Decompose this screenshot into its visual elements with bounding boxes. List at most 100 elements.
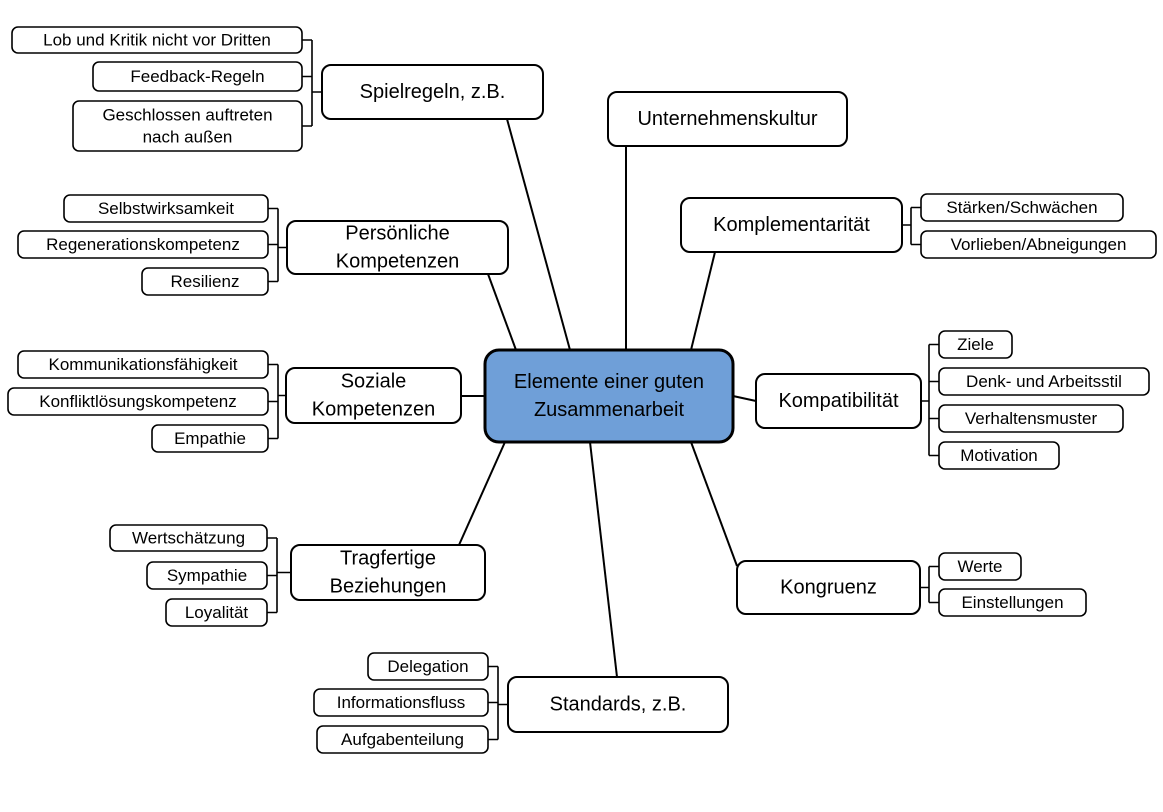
leaf-kompatibilitaet-0-label: Ziele xyxy=(957,335,994,354)
central-topic-label: Zusammenarbeit xyxy=(534,399,685,421)
leaf-standards-2[interactable]: Aufgabenteilung xyxy=(316,725,489,754)
branch-kompatibilitaet-box xyxy=(755,373,922,429)
leaf-komplementaritaet-0-label: Stärken/Schwächen xyxy=(946,198,1097,217)
leaf-tragfertige-beziehungen-2[interactable]: Loyalität xyxy=(165,598,268,627)
connector-kongruenz xyxy=(690,441,738,567)
branch-standards-box xyxy=(507,676,729,733)
leaf-komplementaritaet-1-label: Vorlieben/Abneigungen xyxy=(951,235,1127,254)
leaf-tragfertige-beziehungen-1-label: Sympathie xyxy=(167,566,247,585)
leaf-tragfertige-beziehungen-0-box xyxy=(109,524,268,552)
connector-persoenliche-kompetenzen xyxy=(487,273,517,351)
leaf-tragfertige-beziehungen-1-box xyxy=(146,561,268,590)
leaf-persoenliche-kompetenzen-0[interactable]: Selbstwirksamkeit xyxy=(63,194,269,223)
leaf-tragfertige-beziehungen-0-label: Wertschätzung xyxy=(132,529,245,548)
bracket-tragfertige-beziehungen xyxy=(267,537,291,614)
leaf-kompatibilitaet-0[interactable]: Ziele xyxy=(938,330,1013,359)
leaf-kompatibilitaet-0-box xyxy=(938,330,1013,359)
leaf-persoenliche-kompetenzen-1[interactable]: Regenerationskompetenz xyxy=(17,230,269,259)
branch-tragfertige-beziehungen-box xyxy=(290,544,486,601)
branch-standards-label: Standards, z.B. xyxy=(550,694,687,716)
leaf-soziale-kompetenzen-0-box xyxy=(17,350,269,379)
bracket-standards xyxy=(488,665,508,741)
bracket-kompatibilitaet xyxy=(921,343,939,457)
nodes: Spielregeln, z.B. Lob und Kritik nicht vo… xyxy=(7,26,1157,754)
connectors xyxy=(267,39,939,741)
leaf-standards-1-box xyxy=(313,688,489,717)
connector-komplementaritaet xyxy=(690,251,716,351)
leaf-kompatibilitaet-1[interactable]: Denk- und Arbeitsstil xyxy=(938,367,1150,396)
leaf-tragfertige-beziehungen-0[interactable]: Wertschätzung xyxy=(109,524,268,552)
branch-standards[interactable]: Standards, z.B. xyxy=(507,676,729,733)
branch-persoenliche-kompetenzen-label: Kompetenzen xyxy=(336,251,459,273)
leaf-kompatibilitaet-3[interactable]: Motivation xyxy=(938,441,1060,470)
leaf-spielregeln-2-box xyxy=(72,100,303,152)
leaf-spielregeln-2[interactable]: Geschlossen auftreten nach außen xyxy=(72,100,303,152)
leaf-komplementaritaet-0-box xyxy=(920,193,1124,222)
leaf-spielregeln-0[interactable]: Lob und Kritik nicht vor Dritten xyxy=(11,26,303,54)
branch-kongruenz-box xyxy=(736,560,921,615)
leaf-tragfertige-beziehungen-1[interactable]: Sympathie xyxy=(146,561,268,590)
leaf-kompatibilitaet-1-box xyxy=(938,367,1150,396)
leaf-spielregeln-1-box xyxy=(92,61,303,92)
leaf-standards-0[interactable]: Delegation xyxy=(367,652,489,681)
leaf-soziale-kompetenzen-0[interactable]: Kommunikationsfähigkeit xyxy=(17,350,269,379)
leaf-standards-0-label: Delegation xyxy=(387,657,468,676)
leaf-soziale-kompetenzen-1-box xyxy=(7,387,269,416)
leaf-soziale-kompetenzen-2-label: Empathie xyxy=(174,429,246,448)
leaf-kongruenz-1[interactable]: Einstellungen xyxy=(938,588,1087,617)
leaf-spielregeln-1-label: Feedback-Regeln xyxy=(130,67,264,86)
branch-kompatibilitaet[interactable]: Kompatibilität xyxy=(755,373,922,429)
leaf-kompatibilitaet-2-label: Verhaltensmuster xyxy=(965,409,1098,428)
leaf-persoenliche-kompetenzen-2[interactable]: Resilienz xyxy=(141,267,269,296)
leaf-kongruenz-0[interactable]: Werte xyxy=(938,552,1022,581)
leaf-komplementaritaet-1[interactable]: Vorlieben/Abneigungen xyxy=(920,230,1157,259)
leaf-kompatibilitaet-2[interactable]: Verhaltensmuster xyxy=(938,404,1124,433)
connector-kompatibilitaet xyxy=(732,395,757,402)
leaf-komplementaritaet-0[interactable]: Stärken/Schwächen xyxy=(920,193,1124,222)
leaf-standards-1-label: Informationsfluss xyxy=(337,693,466,712)
leaf-standards-2-box xyxy=(316,725,489,754)
branch-kompatibilitaet-label: Kompatibilität xyxy=(778,390,899,412)
leaf-persoenliche-kompetenzen-1-box xyxy=(17,230,269,259)
leaf-kompatibilitaet-3-label: Motivation xyxy=(960,446,1037,465)
branch-komplementaritaet[interactable]: Komplementarität xyxy=(680,197,903,253)
leaf-spielregeln-1[interactable]: Feedback-Regeln xyxy=(92,61,303,92)
leaf-tragfertige-beziehungen-2-label: Loyalität xyxy=(185,603,249,622)
branch-spielregeln-box xyxy=(321,64,544,120)
bracket-kongruenz xyxy=(920,565,939,604)
leaf-kompatibilitaet-1-label: Denk- und Arbeitsstil xyxy=(966,372,1122,391)
leaf-spielregeln-2-label: Geschlossen auftreten xyxy=(102,106,272,125)
leaf-tragfertige-beziehungen-2-box xyxy=(165,598,268,627)
leaf-kongruenz-0-box xyxy=(938,552,1022,581)
leaf-spielregeln-0-label: Lob und Kritik nicht vor Dritten xyxy=(43,31,271,50)
branch-tragfertige-beziehungen-label: Beziehungen xyxy=(330,576,447,598)
branch-soziale-kompetenzen-box xyxy=(285,367,462,424)
leaf-standards-2-label: Aufgabenteilung xyxy=(341,730,464,749)
branch-unternehmenskultur[interactable]: Unternehmenskultur xyxy=(607,91,848,147)
leaf-soziale-kompetenzen-1[interactable]: Konfliktlösungskompetenz xyxy=(7,387,269,416)
leaf-soziale-kompetenzen-2[interactable]: Empathie xyxy=(151,424,269,453)
leaf-kongruenz-0-label: Werte xyxy=(957,557,1002,576)
branch-soziale-kompetenzen-label: Soziale xyxy=(341,371,407,393)
branch-spielregeln[interactable]: Spielregeln, z.B. xyxy=(321,64,544,120)
leaf-persoenliche-kompetenzen-1-label: Regenerationskompetenz xyxy=(46,235,240,254)
leaf-kongruenz-1-box xyxy=(938,588,1087,617)
connector-standards xyxy=(589,441,618,678)
branch-soziale-kompetenzen-label: Kompetenzen xyxy=(312,399,435,421)
branch-unternehmenskultur-label: Unternehmenskultur xyxy=(637,108,817,130)
leaf-spielregeln-2-label: nach außen xyxy=(143,128,233,147)
leaf-standards-1[interactable]: Informationsfluss xyxy=(313,688,489,717)
branch-persoenliche-kompetenzen-box xyxy=(286,220,509,275)
leaf-kompatibilitaet-2-box xyxy=(938,404,1124,433)
branch-kongruenz-label: Kongruenz xyxy=(780,577,877,599)
leaf-standards-0-box xyxy=(367,652,489,681)
branch-persoenliche-kompetenzen-label: Persönliche xyxy=(345,223,450,245)
leaf-persoenliche-kompetenzen-2-label: Resilienz xyxy=(171,272,240,291)
leaf-persoenliche-kompetenzen-2-box xyxy=(141,267,269,296)
branch-kongruenz[interactable]: Kongruenz xyxy=(736,560,921,615)
